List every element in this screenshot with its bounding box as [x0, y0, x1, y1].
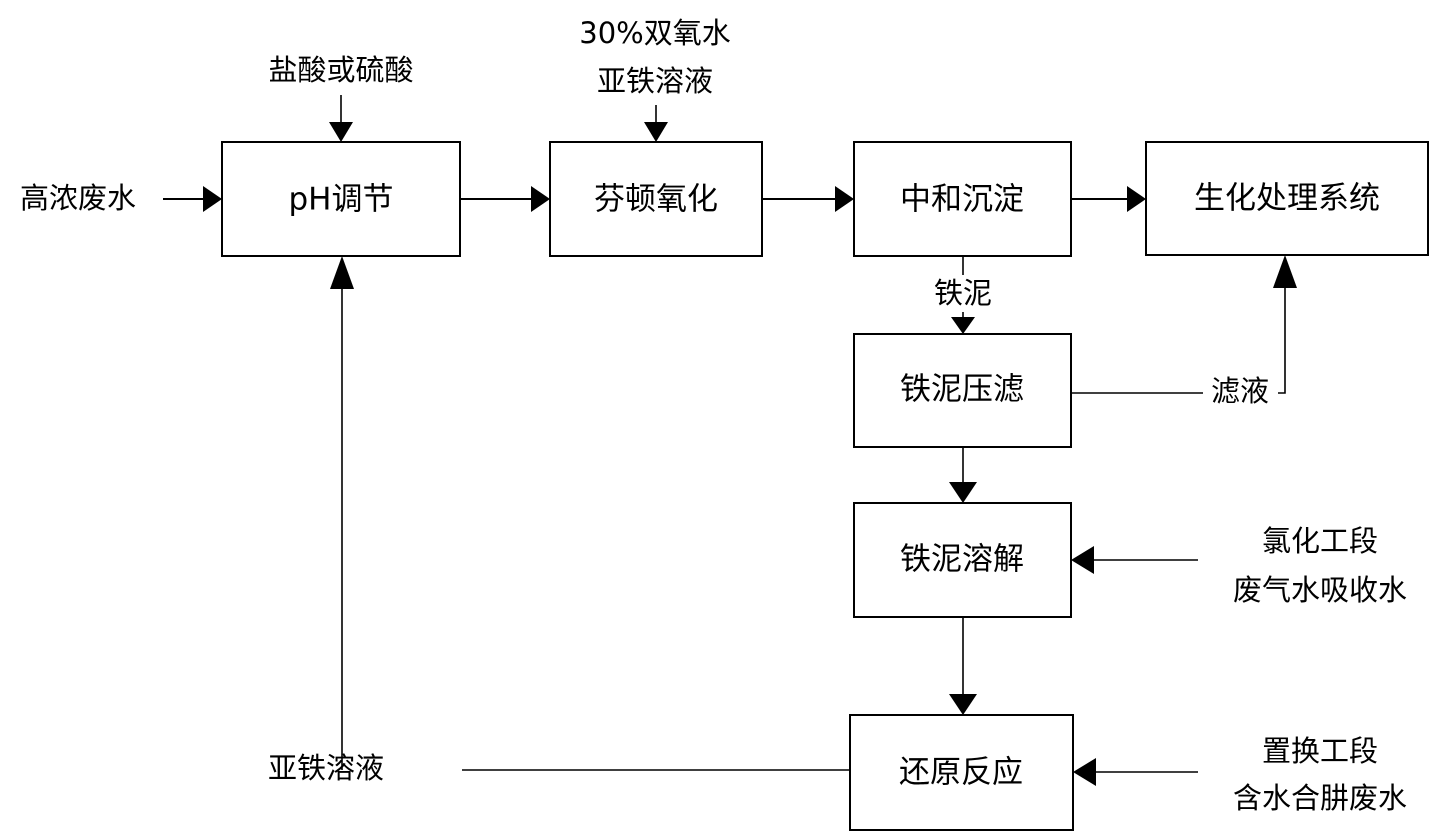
input-label-replacement-section: 置换工段 — [1262, 734, 1378, 768]
input-label-chlorination-section: 氯化工段 — [1262, 524, 1378, 558]
node-neutralization-precipitation[interactable]: 中和沉淀 — [853, 141, 1072, 257]
node-label-ph-adjust: pH调节 — [289, 182, 394, 218]
edge-acid-to-ph — [329, 95, 353, 142]
input-label-chlorination-absorption-water: 废气水吸收水 — [1233, 573, 1407, 607]
edge-ph-to-fenton — [460, 186, 550, 212]
edge-neutral-to-biochem — [1071, 186, 1146, 212]
edge-label-ferrous-return: 亚铁溶液 — [268, 751, 384, 785]
input-label-acid: 盐酸或硫酸 — [268, 53, 413, 87]
node-box-sludge-dissolution[interactable] — [853, 502, 1072, 618]
node-box-biochemical-system[interactable] — [1145, 141, 1429, 256]
edge-influent-to-ph — [163, 186, 222, 212]
node-fenton-oxidation[interactable]: 芬顿氧化 — [549, 141, 763, 257]
edge-reduction-to-ph: 亚铁溶液 — [268, 256, 850, 785]
edge-press-to-dissolve — [949, 447, 977, 503]
node-label-fenton-oxidation: 芬顿氧化 — [594, 182, 718, 218]
node-ph-adjust[interactable]: pH调节 — [221, 141, 461, 257]
node-box-neutralization-precipitation[interactable] — [853, 141, 1072, 257]
node-label-neutralization-precipitation: 中和沉淀 — [900, 182, 1024, 218]
input-label-peroxide: 30%双氧水 — [579, 16, 730, 50]
node-label-sludge-press-filter: 铁泥压滤 — [900, 372, 1024, 408]
input-label-hydrazine-wastewater: 含水合肼废水 — [1233, 781, 1407, 815]
edge-press-to-biochem: 滤液 — [1071, 255, 1297, 408]
node-sludge-dissolution[interactable]: 铁泥溶解 — [853, 502, 1072, 618]
node-reduction-reaction[interactable]: 还原反应 — [849, 714, 1074, 831]
edge-chlorination-to-dissolve — [1071, 546, 1198, 574]
node-box-fenton-oxidation[interactable] — [549, 141, 763, 257]
node-biochemical-system[interactable]: 生化处理系统 — [1145, 141, 1429, 256]
edge-neutral-to-press: 铁泥 — [934, 256, 992, 334]
input-label-influent: 高浓废水 — [20, 181, 136, 215]
input-label-ferrous-solution: 亚铁溶液 — [597, 64, 713, 98]
node-label-biochemical-system: 生化处理系统 — [1194, 181, 1380, 217]
edge-peroxide-to-fenton — [644, 105, 668, 142]
node-box-ph-adjust[interactable] — [221, 141, 461, 257]
node-box-sludge-press-filter[interactable] — [853, 333, 1072, 448]
node-label-reduction-reaction: 还原反应 — [899, 755, 1023, 791]
edge-replacement-to-reduction — [1073, 758, 1198, 786]
edge-fenton-to-neutral — [762, 186, 854, 212]
edge-label-iron-sludge: 铁泥 — [934, 276, 992, 310]
edge-dissolve-to-reduction — [949, 617, 977, 715]
node-box-reduction-reaction[interactable] — [849, 714, 1074, 831]
node-label-sludge-dissolution: 铁泥溶解 — [900, 542, 1024, 578]
edge-label-filtrate: 滤液 — [1211, 374, 1269, 408]
node-sludge-press-filter[interactable]: 铁泥压滤 — [853, 333, 1072, 448]
